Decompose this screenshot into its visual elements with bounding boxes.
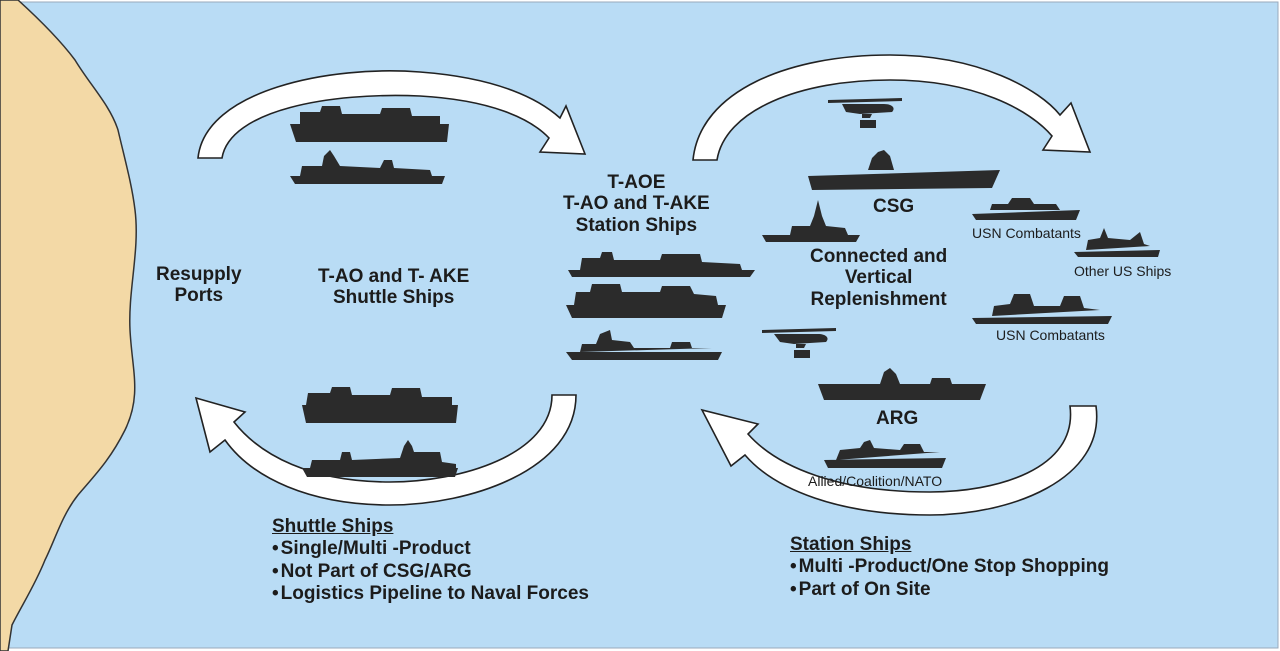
helicopter-mid	[762, 328, 836, 358]
resupply-ports-line-2: Ports	[174, 285, 224, 307]
cycle-arrow-top-right	[692, 54, 1092, 161]
shuttle-ships-center-label: T-AO and T- AKE Shuttle Ships	[318, 266, 469, 309]
arg-label: ARG	[876, 408, 919, 429]
resupply-ports-label: Resupply Ports	[156, 264, 242, 307]
ship-shuttle-1	[290, 106, 449, 142]
allied-label: Allied/Coalition/NATO	[808, 473, 943, 489]
coastline-land	[0, 0, 137, 651]
cycle-arrow-top-left	[197, 70, 587, 159]
shuttle-ships-item: Single/Multi -Product	[272, 538, 589, 560]
ship-csg-carrier	[808, 150, 1000, 190]
helicopter-top	[828, 98, 902, 128]
resupply-ports-line-1: Resupply	[156, 264, 242, 285]
csg-label: CSG	[873, 196, 915, 217]
ship-allied	[824, 440, 946, 468]
shuttle-center-line-1: T-AO and T- AKE	[318, 266, 470, 287]
usn-combatants-mid-label: USN Combatants	[996, 327, 1105, 343]
connected-line-1: Connected and	[810, 246, 948, 267]
ship-station-3	[566, 330, 722, 360]
ship-station-2	[566, 284, 726, 318]
ship-station-1	[568, 252, 755, 277]
shuttle-ships-group	[290, 106, 458, 477]
ship-other-us	[1074, 228, 1160, 257]
ship-usn-combatant-top	[972, 198, 1080, 220]
shuttle-ships-item: Not Part of CSG/ARG	[272, 561, 589, 583]
cycle-arrow-bottom-right	[700, 405, 1098, 516]
cycle-arrow-bottom-left	[194, 394, 577, 506]
connected-vertical-label: Connected and Vertical Replenishment	[810, 246, 947, 310]
station-ships-title: Station Ships	[790, 534, 912, 555]
shuttle-ships-item: Logistics Pipeline to Naval Forces	[272, 583, 589, 605]
ship-shuttle-3	[302, 387, 458, 423]
connected-line-2: Vertical	[844, 267, 913, 289]
station-ships-item: Part of On Site	[790, 579, 1109, 601]
station-ships-center-label: T-AOE T-AO and T-AKE Station Ships	[563, 172, 710, 236]
ship-usn-combatant-mid	[972, 294, 1112, 324]
station-center-line-2: T-AO and T-AKE	[563, 193, 710, 215]
station-ships-group	[566, 252, 755, 360]
ship-shuttle-4	[302, 440, 458, 477]
usn-combatants-top-label: USN Combatants	[972, 225, 1081, 241]
station-ships-item: Multi -Product/One Stop Shopping	[790, 556, 1109, 578]
shuttle-ships-title: Shuttle Ships	[272, 516, 394, 537]
shuttle-ships-notes: Shuttle Ships Single/Multi -Product Not …	[272, 516, 589, 606]
other-us-ships-label: Other US Ships	[1074, 263, 1172, 279]
ship-arg	[818, 368, 986, 400]
shuttle-center-line-2: Shuttle Ships	[332, 287, 455, 309]
connected-line-3: Replenishment	[810, 288, 947, 310]
station-center-line-3: Station Ships	[575, 214, 698, 236]
ship-shuttle-2	[290, 150, 445, 184]
station-fleet-group	[762, 98, 1160, 468]
ship-usn-small-left	[762, 200, 860, 242]
station-ships-notes: Station Ships Multi -Product/One Stop Sh…	[790, 534, 1109, 601]
station-center-line-1: T-AOE	[607, 172, 666, 193]
